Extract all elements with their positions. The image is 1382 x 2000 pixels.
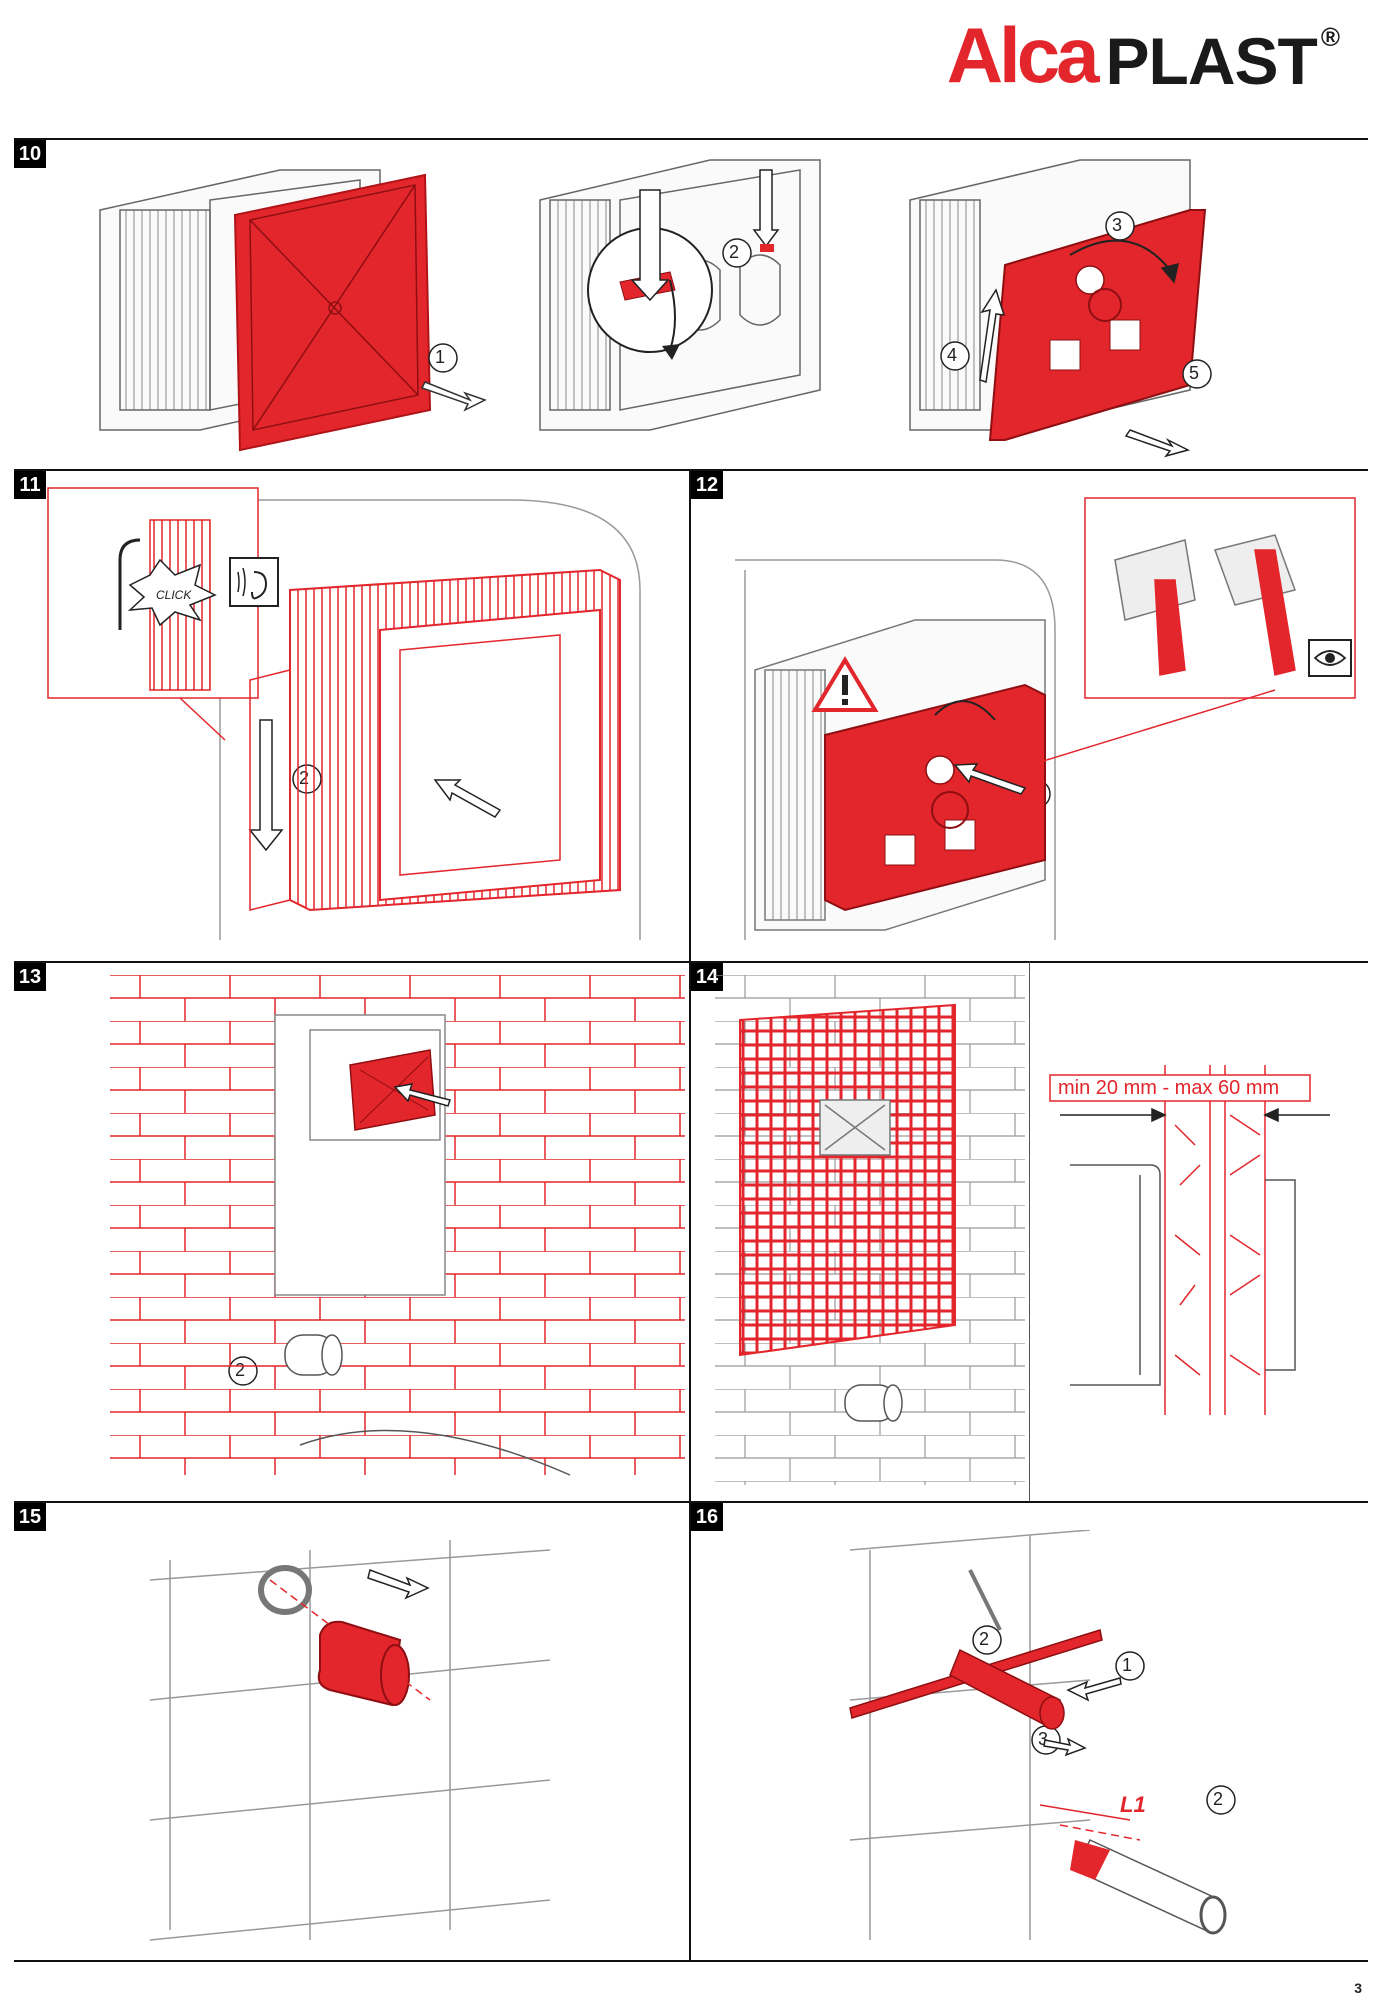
step13-bowl-outline: [299, 1429, 571, 1476]
step14-section: min 20 mm - max 60 mm: [1040, 975, 1360, 1495]
column-divider: [689, 470, 691, 1960]
step13-arrow: [393, 1083, 451, 1107]
step11-illustration: CLICK: [40, 480, 685, 950]
divider-bottom: [14, 1960, 1368, 1962]
step11-arrows: [248, 719, 502, 852]
step11-click-burst: [127, 558, 217, 627]
step12-arrows: [934, 700, 1027, 795]
step16-pipe: [1070, 1839, 1227, 1935]
registered-mark: ®: [1320, 22, 1340, 52]
logo-alca: Alca: [946, 11, 1100, 99]
logo-plast: PLAST: [1105, 24, 1317, 98]
step14-pipe: [844, 1384, 903, 1422]
step-number-11: 11: [14, 471, 46, 499]
step13-illustration: [110, 975, 685, 1495]
eye-icon: [1308, 639, 1352, 677]
ear-icon: [229, 557, 279, 607]
step14-wall-section: [1164, 1065, 1266, 1415]
step10-cover-red-a: [233, 173, 432, 452]
step-number-12: 12: [691, 471, 723, 499]
step13-cover-red: [349, 1049, 436, 1131]
step-number-13: 13: [14, 963, 46, 991]
step11-inset-frame: [47, 487, 259, 741]
alcaplast-logo: Alca PLAST ®: [946, 11, 1340, 99]
divider-row2: [14, 961, 1368, 963]
step10-zoom-circle-b: [587, 189, 713, 360]
divider-row1: [14, 469, 1368, 471]
step14-cover: [819, 1099, 891, 1156]
step15-plug-red: [317, 1620, 410, 1707]
step15-arrow: [367, 1569, 430, 1600]
divider-top: [14, 138, 1368, 140]
step16-illustration: L1: [790, 1530, 1360, 1950]
step-number-15: 15: [14, 1503, 46, 1531]
step10-arrows-c: [979, 239, 1191, 458]
step-number-10: 10: [14, 140, 46, 168]
step15-tiles: [149, 1540, 551, 1941]
step14-mesh: [739, 1003, 956, 1357]
step14-module-section: [1070, 1164, 1296, 1386]
step14-illustration: [715, 975, 1025, 1495]
step10-arrow-press-b: [752, 169, 780, 252]
step10-illustration: [60, 150, 1360, 460]
step12-plate-red: [824, 683, 1046, 912]
step10-arrow-pull-a: [420, 381, 487, 412]
step-number-16: 16: [691, 1503, 723, 1531]
step14-dimension: [1049, 1074, 1330, 1123]
step15-illustration: [110, 1530, 670, 1950]
step16-dimension: [1039, 1804, 1141, 1841]
step16-tiles: [849, 1530, 1091, 1940]
step12-inset-frame: [964, 497, 1356, 786]
page-number: 3: [1354, 1980, 1362, 1996]
step16-arrows: [1043, 1677, 1122, 1757]
step15-wall-ring: [258, 1565, 312, 1615]
step12-wall-frame: [735, 559, 1056, 940]
step11-box-red: [289, 568, 621, 912]
step12-illustration: [715, 480, 1365, 950]
step16-dimension-label: L1: [1120, 1792, 1146, 1817]
click-label: CLICK: [156, 588, 192, 602]
step14-subdivider: [1029, 962, 1030, 1501]
divider-row3: [14, 1501, 1368, 1503]
step14-range-label: min 20 mm - max 60 mm: [1058, 1077, 1280, 1099]
step11-frame-side: [249, 669, 291, 911]
step13-pipe: [284, 1334, 343, 1376]
step16-tube-red: [949, 1648, 1065, 1730]
warning-icon: [811, 656, 879, 712]
step16-rod: [968, 1569, 1002, 1631]
